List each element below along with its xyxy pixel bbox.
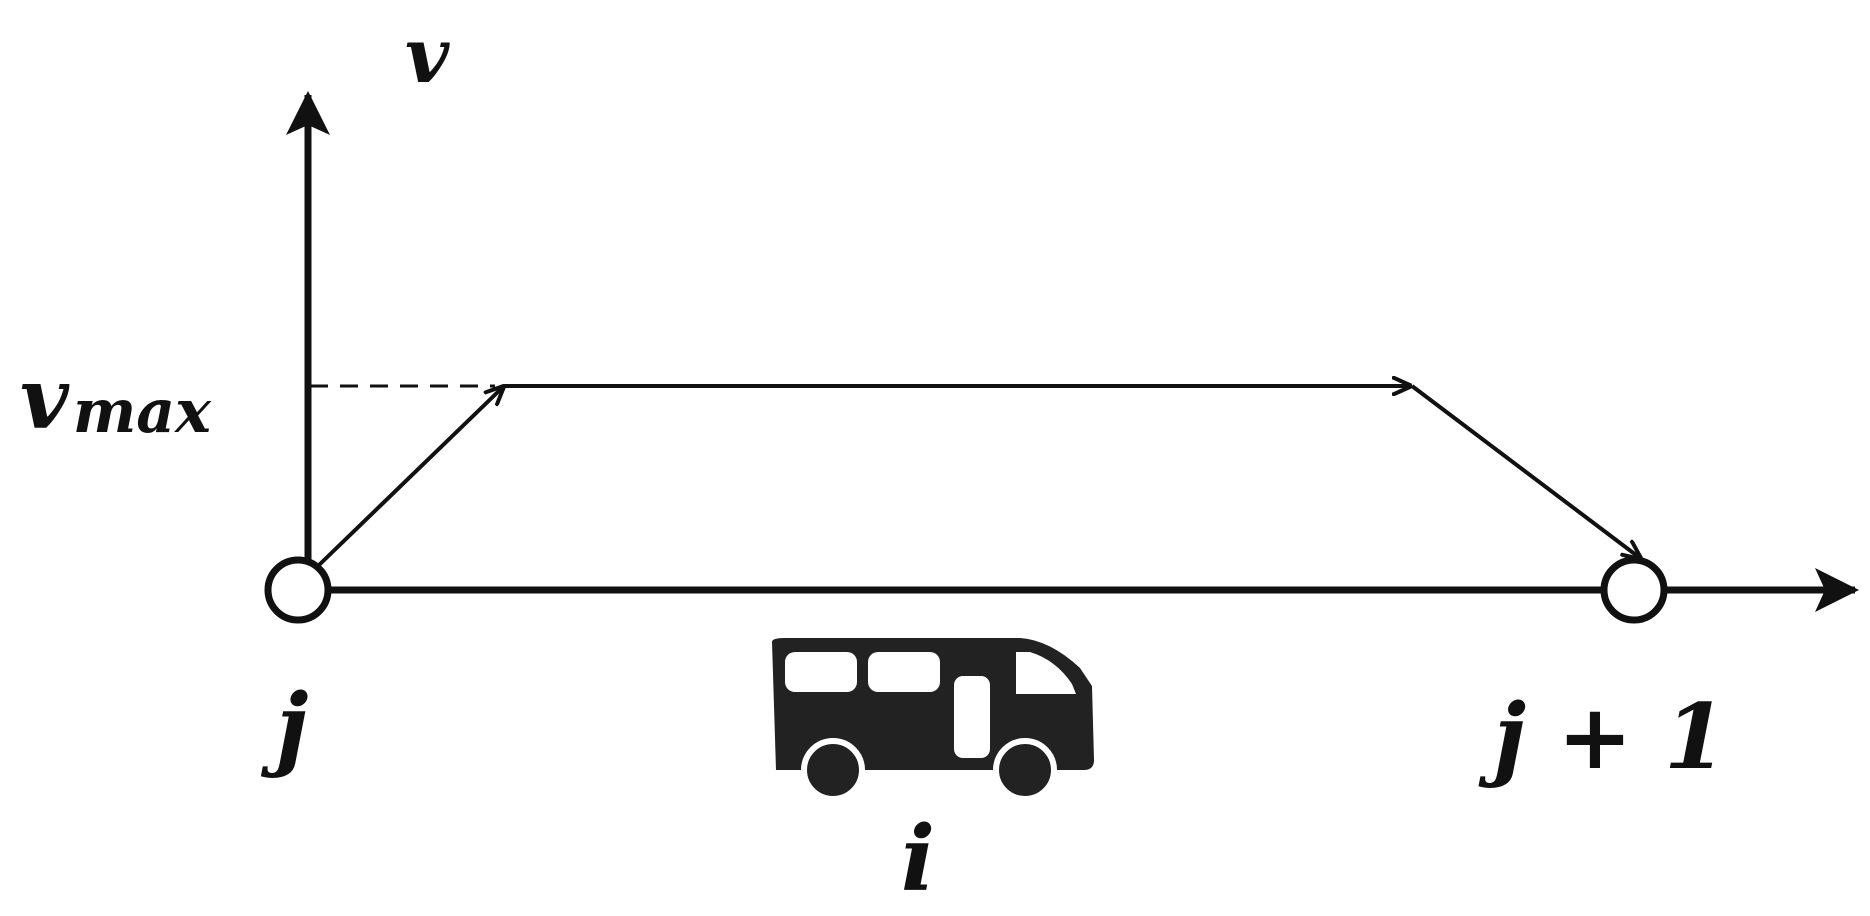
node-label-j: j [261, 674, 309, 780]
vmax-main: v [20, 349, 70, 448]
node-label-j-plus-1: j + 1 [1478, 684, 1726, 790]
acceleration-arrow [316, 387, 503, 568]
vmax-label: vmax [20, 349, 212, 448]
vehicle-label-i: i [901, 806, 935, 912]
stop-node-j-plus-1 [1600, 556, 1668, 624]
vmax-subscript: max [73, 377, 212, 447]
v-axis-label: v [405, 11, 450, 100]
stop-node-j [264, 556, 332, 624]
van-icon [772, 638, 1094, 802]
deceleration-arrow [1410, 384, 1640, 558]
